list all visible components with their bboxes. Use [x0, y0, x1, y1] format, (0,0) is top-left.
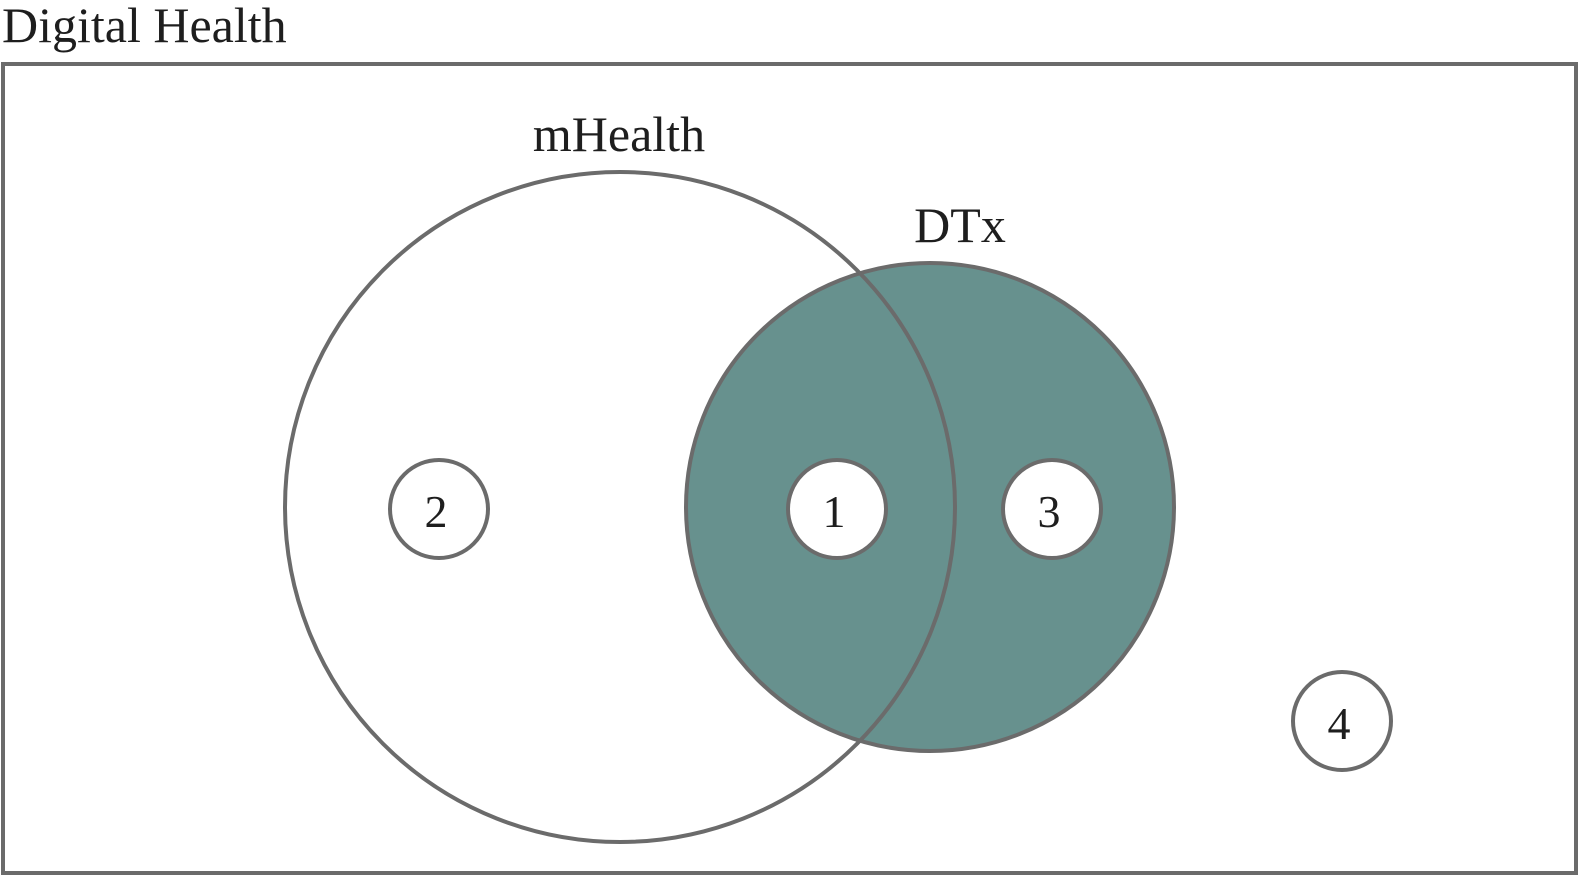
region-marker-3: 3	[1001, 458, 1103, 560]
region-marker-4: 4	[1291, 670, 1393, 772]
region-marker-2-label: 2	[425, 486, 448, 537]
region-marker-4-label: 4	[1328, 698, 1351, 749]
mhealth-circle	[283, 170, 957, 844]
region-marker-4-circle	[1291, 670, 1393, 772]
region-marker-3-label: 3	[1038, 486, 1061, 537]
region-marker-1: 1	[786, 458, 888, 560]
mhealth-label: mHealth	[533, 106, 705, 162]
region-marker-2: 2	[388, 458, 490, 560]
diagram-title: Digital Health	[2, 0, 287, 53]
dtx-circle	[684, 261, 1176, 753]
region-marker-1-label: 1	[823, 486, 846, 537]
digital-health-frame	[1, 62, 1578, 875]
region-marker-2-circle	[388, 458, 490, 560]
region-marker-3-circle	[1001, 458, 1103, 560]
region-marker-1-circle	[786, 458, 888, 560]
dtx-label: DTx	[914, 197, 1006, 253]
